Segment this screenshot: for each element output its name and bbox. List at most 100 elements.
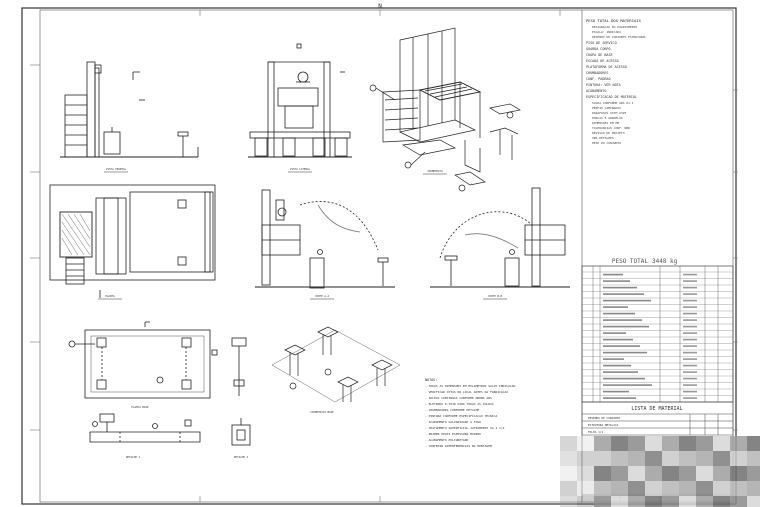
label-base-plan: PLANTA BASE (131, 405, 149, 409)
gn-20: REVISAO DE PROJETO (592, 131, 625, 135)
bom-cell-text (683, 293, 697, 295)
bom-cell-text (603, 299, 651, 302)
notes-line-2: - SOLDAS CONTINUAS CONFORME NORMA AWS (425, 396, 492, 400)
notes-line-3: - ELETRODO E-7018 PARA TODAS AS SOLDAS (425, 402, 494, 406)
redaction-pixel (628, 481, 645, 496)
redaction-pixel (560, 496, 577, 507)
redaction-pixel (730, 451, 747, 466)
redaction-pixel (645, 481, 662, 496)
gn-17: PORCAS E ARRUELAS (592, 116, 623, 120)
bom-cell-text (603, 345, 640, 347)
view-plan (49, 184, 216, 298)
bom-cell-text (683, 345, 697, 347)
redaction-pixel (696, 496, 713, 507)
redaction-pixel (696, 436, 713, 451)
bom-cell-text (603, 364, 631, 367)
gn-4: PISO DE SERVICO (586, 41, 617, 45)
bom-rows (582, 271, 733, 399)
bom-cell-text (683, 338, 697, 341)
bom-cell-text (603, 286, 637, 289)
gn-16: PARAFUSOS ASTM A325 (592, 111, 627, 115)
redaction-pixel (577, 496, 594, 507)
redaction-pixel (713, 436, 730, 451)
bom-cell-text (603, 306, 628, 308)
view-front-elevation (60, 61, 199, 158)
label-detail-1: DETALHE 1 (126, 455, 140, 459)
bom-cell-text (603, 293, 644, 295)
title-row-2: FOLHA 1/1 (588, 430, 603, 434)
redaction-pixel (560, 436, 577, 451)
redaction-pixel (662, 481, 679, 496)
bom-cell-text (603, 384, 652, 386)
gn-18: DIMENSOES EM MM (592, 121, 619, 125)
weight-label: PESO TOTAL (612, 258, 649, 265)
redaction-pixel (747, 436, 760, 451)
view-section-b (430, 187, 570, 288)
view-detail-2 (231, 418, 251, 446)
redaction-pixel (645, 436, 662, 451)
label-detail-2: DETALHE 2 (234, 455, 248, 459)
notes-line-10: - CONFERIR INTERFERENCIAS NA MONTAGEM (425, 444, 492, 448)
redaction-pixel (577, 436, 594, 451)
bom-cell-text (683, 319, 697, 321)
redaction-pixel (611, 451, 628, 466)
gn-22: PESO DO CONJUNTO (592, 141, 621, 145)
bom-cell-text (603, 351, 647, 354)
redaction-pixel (611, 496, 628, 507)
redaction-pixel (662, 496, 679, 507)
redaction-pixel (747, 466, 760, 481)
redaction-pixel (577, 466, 594, 481)
bom-cell-text (683, 384, 697, 386)
notes-title: NOTAS: (425, 378, 437, 382)
gn-5: GUARDA CORPO (586, 47, 611, 51)
redaction-pixel (730, 466, 747, 481)
label-side: VISTA LATERAL (290, 167, 311, 171)
bom-cell-text (603, 377, 645, 380)
bom-cell-text (603, 312, 635, 315)
gn-19: TOLERANCIAS CONF. NBR (592, 126, 630, 130)
notes-line-4: - CHUMBADORES CONFORME DETALHE (425, 408, 479, 412)
redaction-pixel (594, 466, 611, 481)
redaction-pixel (594, 496, 611, 507)
gn-0: PESO TOTAL DOS MATERIAIS (586, 18, 642, 23)
bom-cell-text (683, 280, 697, 282)
redaction-pixel (611, 436, 628, 451)
view-base-isometric (271, 326, 401, 403)
view-bracket (231, 337, 247, 396)
bom-cell-text (683, 351, 697, 354)
redaction-pixel (662, 436, 679, 451)
bom-cell-text (603, 325, 649, 328)
bom-cell-text (603, 358, 624, 360)
redaction-pixel (662, 451, 679, 466)
redaction-pixel (662, 466, 679, 481)
notes-line-0: - TODAS AS DIMENSOES EM MILIMETROS SALVO… (425, 384, 516, 388)
redaction-pixel (730, 481, 747, 496)
notes-line-7: - TRATAMENTO SUPERFICIAL JATEAMENTO SA 2… (425, 426, 505, 430)
redaction-pixel (645, 466, 662, 481)
gn-2: ESCALA: INDICADA (592, 30, 621, 34)
redaction-pixel (730, 436, 747, 451)
outer-border (21, 7, 737, 505)
redaction-pixel (560, 481, 577, 496)
redaction-pixel (628, 496, 645, 507)
bom-cell-text (683, 286, 697, 289)
gn-15: PERFIS LAMINADOS (592, 106, 621, 110)
gn-11: PINTURA: VER NOTA (586, 83, 621, 87)
notes-line-1: - VERIFICAR COTAS NO LOCAL ANTES DA FABR… (425, 390, 508, 394)
redaction-pixel (560, 466, 577, 481)
notes-line-5: - PINTURA CONFORME ESPECIFICACAO TECNICA (425, 414, 497, 418)
redaction-pixel (594, 451, 611, 466)
label-base-iso: ISOMETRICO BASE (310, 410, 334, 414)
gn-1: DESIGNACAO DO EQUIPAMENTO (592, 25, 637, 29)
bom-cell-text (683, 364, 697, 367)
bom-cell-text (683, 397, 697, 399)
redaction-pixel (611, 481, 628, 496)
bom-cell-text (603, 371, 638, 373)
redacted-area (560, 436, 760, 507)
label-section-a: CORTE A-A (315, 294, 329, 298)
redaction-pixel (679, 436, 696, 451)
general-notes: PESO TOTAL DOS MATERIAIS DESIGNACAO DO E… (581, 10, 646, 502)
bom-cell-text (603, 280, 630, 282)
gn-21: VER DETALHES (592, 136, 614, 140)
